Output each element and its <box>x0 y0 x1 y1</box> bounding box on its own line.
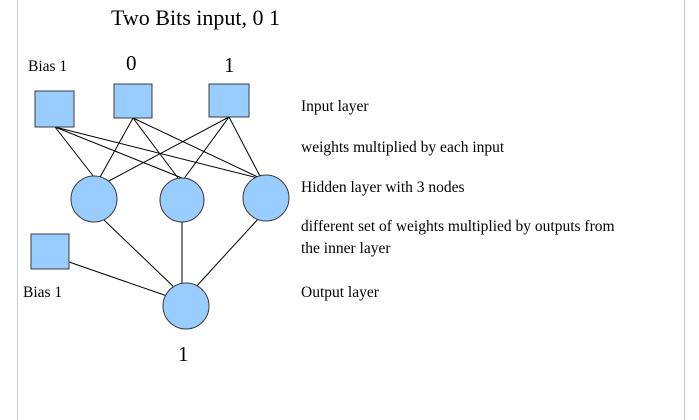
hidden-node-3 <box>242 174 290 222</box>
edge-in1-hidden3 <box>228 116 263 181</box>
desc-output-layer: Output layer <box>301 284 379 301</box>
edge-in0-hidden3 <box>132 117 263 180</box>
edge-bias-hidden1 <box>54 126 95 178</box>
input-node-1 <box>208 83 250 118</box>
hidden-node-1 <box>70 175 118 223</box>
page-left-border <box>17 0 18 420</box>
input-label-1: 1 <box>224 53 235 77</box>
desc-weights-2-line2: the inner layer <box>301 240 391 257</box>
edge-in1-hidden1 <box>104 116 230 184</box>
edge-hidden1-output <box>103 219 178 291</box>
desc-weights-2-line1: different set of weights multiplied by o… <box>301 218 615 235</box>
edge-hidden3-output <box>193 217 260 290</box>
desc-weights-1: weights multiplied by each input <box>301 139 505 156</box>
edge-bias-output <box>68 261 171 298</box>
input-label-bias: Bias 1 <box>28 58 68 75</box>
edges <box>54 116 267 298</box>
desc-input-layer: Input layer <box>301 98 369 115</box>
output-value: 1 <box>178 342 189 366</box>
diagram-title: Two Bits input, 0 1 <box>111 5 280 30</box>
page-right-border <box>684 0 685 420</box>
edge-in0-hidden2 <box>132 117 179 179</box>
edge-in0-hidden1 <box>98 117 134 180</box>
edge-bias-hidden2 <box>54 126 183 179</box>
edge-in1-hidden2 <box>182 116 230 181</box>
nodes <box>30 83 290 330</box>
hidden-bias-node <box>30 233 70 270</box>
hidden-bias-label: Bias 1 <box>23 284 63 301</box>
input-node-bias <box>34 90 75 128</box>
input-label-0: 0 <box>126 51 137 75</box>
input-node-0 <box>113 83 153 119</box>
desc-hidden-layer: Hidden layer with 3 nodes <box>301 179 465 196</box>
hidden-node-2 <box>159 177 205 223</box>
output-node <box>162 282 210 330</box>
